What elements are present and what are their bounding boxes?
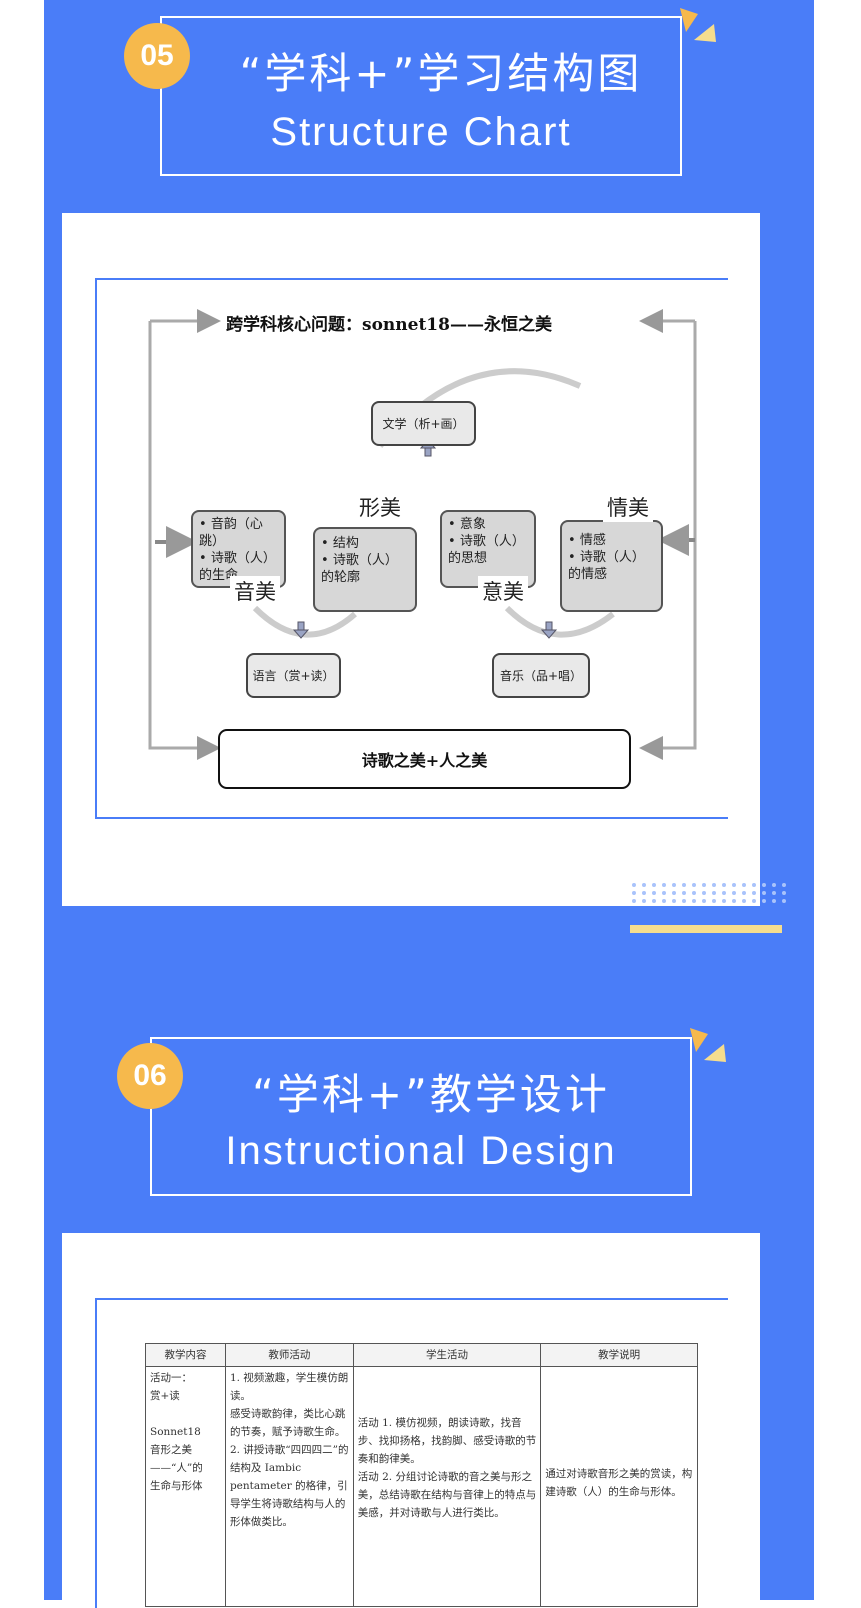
meaning-beauty-box: • 意象 • 诗歌（人）的思想 bbox=[440, 510, 536, 588]
diagram-frame bbox=[95, 278, 728, 819]
music-box: 音乐（品+唱） bbox=[492, 653, 590, 698]
section-title-en: Instructional Design bbox=[225, 1129, 617, 1173]
box-item: • 结构 bbox=[321, 536, 359, 551]
dots-decoration bbox=[632, 883, 789, 903]
table-header: 学生活动 bbox=[352, 1343, 542, 1367]
sound-beauty-label: 音美 bbox=[230, 576, 280, 606]
table-header-row: 教学内容 教师活动 学生活动 教学说明 bbox=[145, 1343, 698, 1367]
table-cell: 1. 视频激趣，学生模仿朗读。 感受诗歌韵律，类比心跳的节奏，赋予诗歌生命。 2… bbox=[224, 1366, 354, 1607]
core-question-label: 跨学科核心问题：sonnet18——永恒之美 bbox=[222, 310, 556, 335]
accent-bar bbox=[630, 925, 782, 933]
section-title-box: “学科+”学习结构图 Structure Chart bbox=[160, 16, 682, 176]
result-box: 诗歌之美+人之美 bbox=[218, 729, 631, 789]
table-header: 教学说明 bbox=[540, 1343, 698, 1367]
language-box: 语言（赏+读） bbox=[246, 653, 341, 698]
table-cell: 活动 1. 模仿视频，朗读诗歌，找音步、找抑扬格，找韵脚、感受诗歌的节奏和韵律美… bbox=[352, 1366, 542, 1607]
box-item: • 情感 bbox=[568, 533, 606, 548]
table-row: 活动一： 赏+读 Sonnet18 音形之美 ——“人”的 生命与形体 1. 视… bbox=[145, 1366, 698, 1607]
table-header: 教师活动 bbox=[224, 1343, 354, 1367]
literature-box: 文学（析+画） bbox=[371, 401, 476, 446]
box-item: • 诗歌（人）的生命 bbox=[199, 551, 276, 583]
form-beauty-label: 形美 bbox=[355, 492, 405, 522]
meaning-beauty-label: 意美 bbox=[478, 576, 528, 606]
triangle-decoration-icon bbox=[690, 1028, 726, 1062]
section-number-badge: 06 bbox=[117, 1043, 183, 1109]
form-beauty-box: • 结构 • 诗歌（人）的轮廓 bbox=[313, 527, 417, 612]
box-item: • 音韵（心跳） bbox=[199, 517, 263, 549]
table-cell: 活动一： 赏+读 Sonnet18 音形之美 ——“人”的 生命与形体 bbox=[145, 1366, 226, 1607]
box-item: • 意象 bbox=[448, 517, 486, 532]
design-table: 教学内容 教师活动 学生活动 教学说明 活动一： 赏+读 Sonnet18 音形… bbox=[145, 1343, 698, 1607]
section-title-zh: “学科+”教学设计 bbox=[252, 1070, 610, 1119]
emotion-beauty-label: 情美 bbox=[603, 492, 653, 522]
section-title-en: Structure Chart bbox=[270, 110, 572, 154]
section-title-zh: “学科+”学习结构图 bbox=[239, 49, 643, 98]
box-item: • 诗歌（人）的情感 bbox=[568, 550, 645, 582]
result-label: 诗歌之美+人之美 bbox=[361, 751, 488, 770]
table-cell: 通过对诗歌音形之美的赏读，构建诗歌（人）的生命与形体。 bbox=[540, 1366, 698, 1607]
table-header: 教学内容 bbox=[145, 1343, 226, 1367]
emotion-beauty-box: • 情感 • 诗歌（人）的情感 bbox=[560, 520, 663, 612]
table-frame bbox=[95, 1298, 728, 1608]
sound-beauty-box: • 音韵（心跳） • 诗歌（人）的生命 bbox=[191, 510, 286, 588]
section-title-box: “学科+”教学设计 Instructional Design bbox=[150, 1037, 692, 1196]
triangle-decoration-icon bbox=[680, 8, 716, 42]
box-item: • 诗歌（人）的轮廓 bbox=[321, 553, 398, 585]
box-item: • 诗歌（人）的思想 bbox=[448, 534, 525, 566]
section-number-badge: 05 bbox=[124, 23, 190, 89]
